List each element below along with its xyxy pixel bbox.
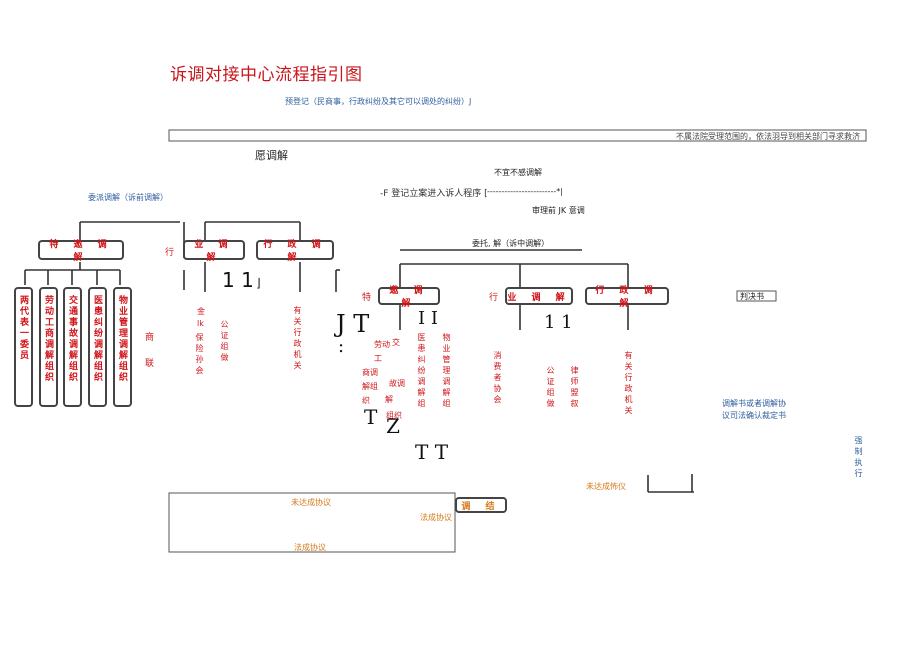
special-prefix-right: 特 [362,293,372,303]
admin-mediation-box-left: 行 政 调 解 [256,240,334,263]
traffic-label-3: 解 [385,395,393,404]
admin-mediation-box-right: 行 政 调 解 [585,286,669,309]
industry-mediation-box-right: 业 调 解 [505,287,573,305]
delegated-pre-label: 委派调解（诉前调解） [88,193,168,202]
tt-mark: T T [415,440,449,464]
special-mediation-box-right: 邀 调 解 [378,286,440,309]
traffic-label-2: 故调 [389,379,405,388]
t-mark-1: T [364,405,378,429]
not-accept-note: 不属法院受理范围的，依法羽导到相关部门寻求救济 [676,132,860,141]
reached-1: 法成协议 [420,513,452,522]
labor-label-2: 工 [374,354,382,363]
labor-label-3: 商调 [362,368,378,377]
shang-label: 商 [145,333,155,343]
not-reached-2: 未达成怖仪 [586,482,626,491]
notary-org-right: 公证组做 [546,366,555,410]
r11-mark: 1 1 [544,312,573,333]
admin-org-right: 有关行政机关 [624,351,633,417]
not-reached-1: 未达成协议 [291,498,331,507]
jin-lk-label: 金 lk [197,307,205,328]
jt-mark: J T [336,310,370,338]
il-mark: I I [418,308,438,329]
labor-label-5: 织 [362,396,370,405]
reached-2: 法成协议 [294,543,326,552]
lian-label: 联 [145,359,155,369]
z-mark: Z [386,414,400,438]
property-org-right: 物业管理调解组 [442,333,451,410]
notary-org-left: 公证组做 [220,320,229,364]
conclusion-box: 调 结 [455,497,507,513]
industry-mediation-box-left: 业 调 解 [183,240,245,263]
consumer-assoc: 消费者协会 [493,351,502,406]
mediation-doc-label: 调解书或者调解协 [722,399,786,408]
willing-label: 愿调解 [255,149,288,162]
traffic-label-1: 交 [392,338,400,347]
labor-label-1: 劳动 [374,340,390,349]
register-case-label: -F 登记立案进入诉人程序 [ [380,189,488,199]
page-title: 诉调对接中心流程指引图 [170,65,363,85]
dash-line: ------------------------*| [487,187,563,196]
special-mediation-box-left: 特 邀 调 解 [38,240,124,263]
org-box-medical: 医患纠纷调解组织 [88,287,107,407]
admin-org-left: 有关行政机关 [293,306,302,372]
org-box-labor: 劳动工商调解组织 [39,287,58,407]
industry-prefix-right: 行 [489,293,499,303]
org-box-traffic: 交通事故调解组织 [63,287,82,407]
traffic-label-4: 组织 [386,411,402,420]
labor-label-4: 解组 [362,382,378,391]
org-box-two-reps: 两代表一委员 [14,287,33,407]
confirm-ruling-label: 议司法确认裁定书 [722,411,786,420]
review-before-label: 审理前 JK 意调 [532,206,585,215]
judgment-label: 判决书 [740,292,764,301]
not-suitable-label: 不宜不感调解 [494,168,542,177]
org-box-property: 物业管理调解组织 [113,287,132,407]
enforcement-label: 强制执行 [854,436,863,480]
insurance-assoc-label: 保险孙会 [195,333,204,377]
l11-mark: 1 1 [222,268,254,292]
colon-mark: : [338,336,345,357]
pre-register-step: 预登记（民商事，行政纠纷及其它可以调处的纠纷）J [285,97,472,106]
medical-org-right: 医患纠纷调解组 [417,333,426,410]
delegated-mid-label: 委托, 解（诉中调解） [472,239,550,248]
lawyer-org: 律师盟叙 [570,366,579,410]
bracket-mark: ⌋ [256,276,261,290]
industry-prefix-left: 行 [165,248,175,258]
